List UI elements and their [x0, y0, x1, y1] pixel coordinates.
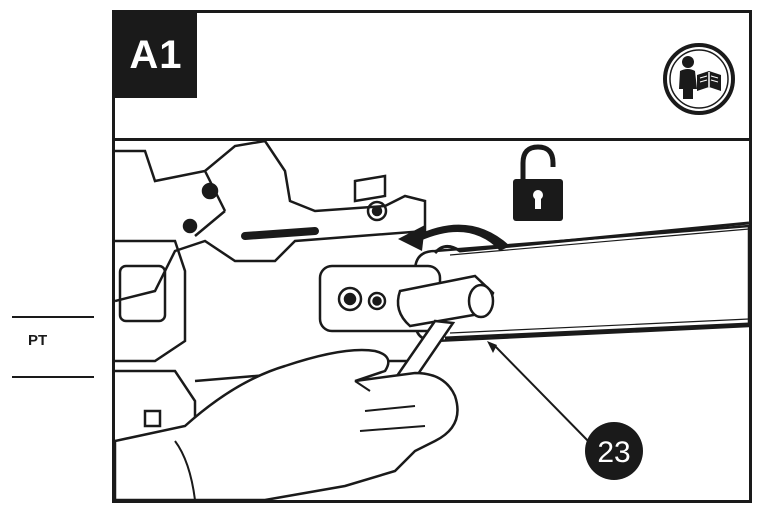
- language-code: PT: [28, 332, 48, 349]
- callout-badge: 23: [585, 422, 643, 480]
- chainsaw-illustration: [115, 141, 749, 500]
- callout-leader: [494, 345, 594, 447]
- step-label: A1: [115, 13, 197, 98]
- instruction-frame: A1: [112, 10, 752, 503]
- read-manual-icon: [663, 43, 735, 115]
- language-rule-top: [12, 316, 94, 318]
- gloved-hand: [115, 348, 459, 500]
- callout-number: 23: [597, 436, 630, 469]
- saw-chain: [433, 221, 749, 340]
- unlocked-padlock-icon: [513, 144, 563, 221]
- callout-target-mark: [487, 341, 497, 353]
- language-rule-bottom: [12, 376, 94, 378]
- counterclockwise-arrow-icon: [398, 224, 510, 251]
- frame-header: A1: [115, 13, 749, 141]
